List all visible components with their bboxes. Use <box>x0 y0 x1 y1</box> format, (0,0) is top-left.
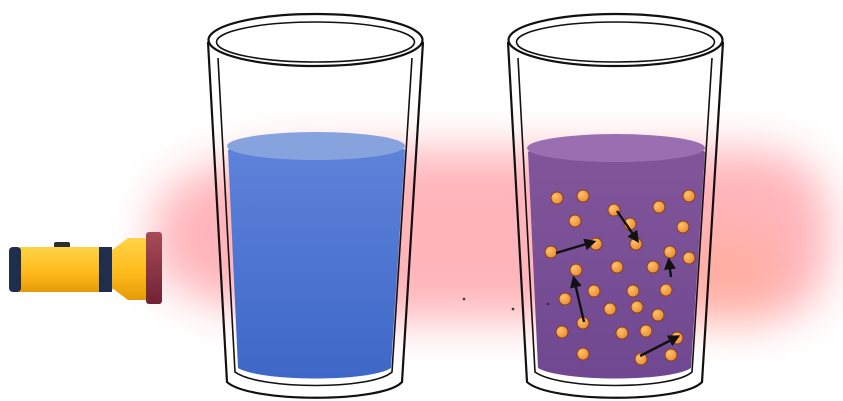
colloid-particle <box>631 301 643 313</box>
colloid-particle <box>569 215 581 227</box>
stray-dot <box>512 308 515 311</box>
colloid-particle <box>664 246 676 258</box>
colloid-particle <box>559 293 571 305</box>
colloid-particle <box>570 264 582 276</box>
flashlight-endcap <box>9 247 21 292</box>
glass-solution-surface <box>227 132 405 160</box>
glass-colloid-rim-inner <box>517 22 715 62</box>
colloid-particle <box>665 349 677 361</box>
stray-dot <box>463 298 466 301</box>
colloid-particle <box>616 327 628 339</box>
colloid-particle <box>590 238 602 250</box>
colloid-particle <box>588 285 600 297</box>
glass-solution <box>208 14 423 398</box>
glass-solution-liquid <box>228 135 405 379</box>
colloid-particle <box>683 252 695 264</box>
glass-colloid <box>508 14 723 398</box>
colloid-particle <box>551 192 563 204</box>
colloid-particle <box>652 309 664 321</box>
flashlight-head <box>146 232 162 304</box>
colloid-particle <box>627 285 639 297</box>
flashlight-body <box>9 247 113 292</box>
colloid-particle <box>640 325 652 337</box>
colloid-particle <box>677 221 689 233</box>
stray-dot <box>547 303 550 306</box>
flashlight-band <box>99 247 112 292</box>
colloid-particle <box>660 284 672 296</box>
colloid-particle <box>653 201 665 213</box>
flashlight-neck <box>112 238 148 300</box>
colloid-particle <box>577 348 589 360</box>
colloid-particle <box>556 326 568 338</box>
colloid-particle <box>577 190 589 202</box>
glass-solution-rim-inner <box>217 22 415 62</box>
glass-colloid-surface <box>527 134 705 162</box>
colloid-particle <box>683 190 695 202</box>
colloid-particle <box>604 303 616 315</box>
colloid-particle <box>545 246 557 258</box>
colloid-particle <box>647 261 659 273</box>
colloid-particle <box>611 261 623 273</box>
flashlight-icon <box>9 232 162 304</box>
